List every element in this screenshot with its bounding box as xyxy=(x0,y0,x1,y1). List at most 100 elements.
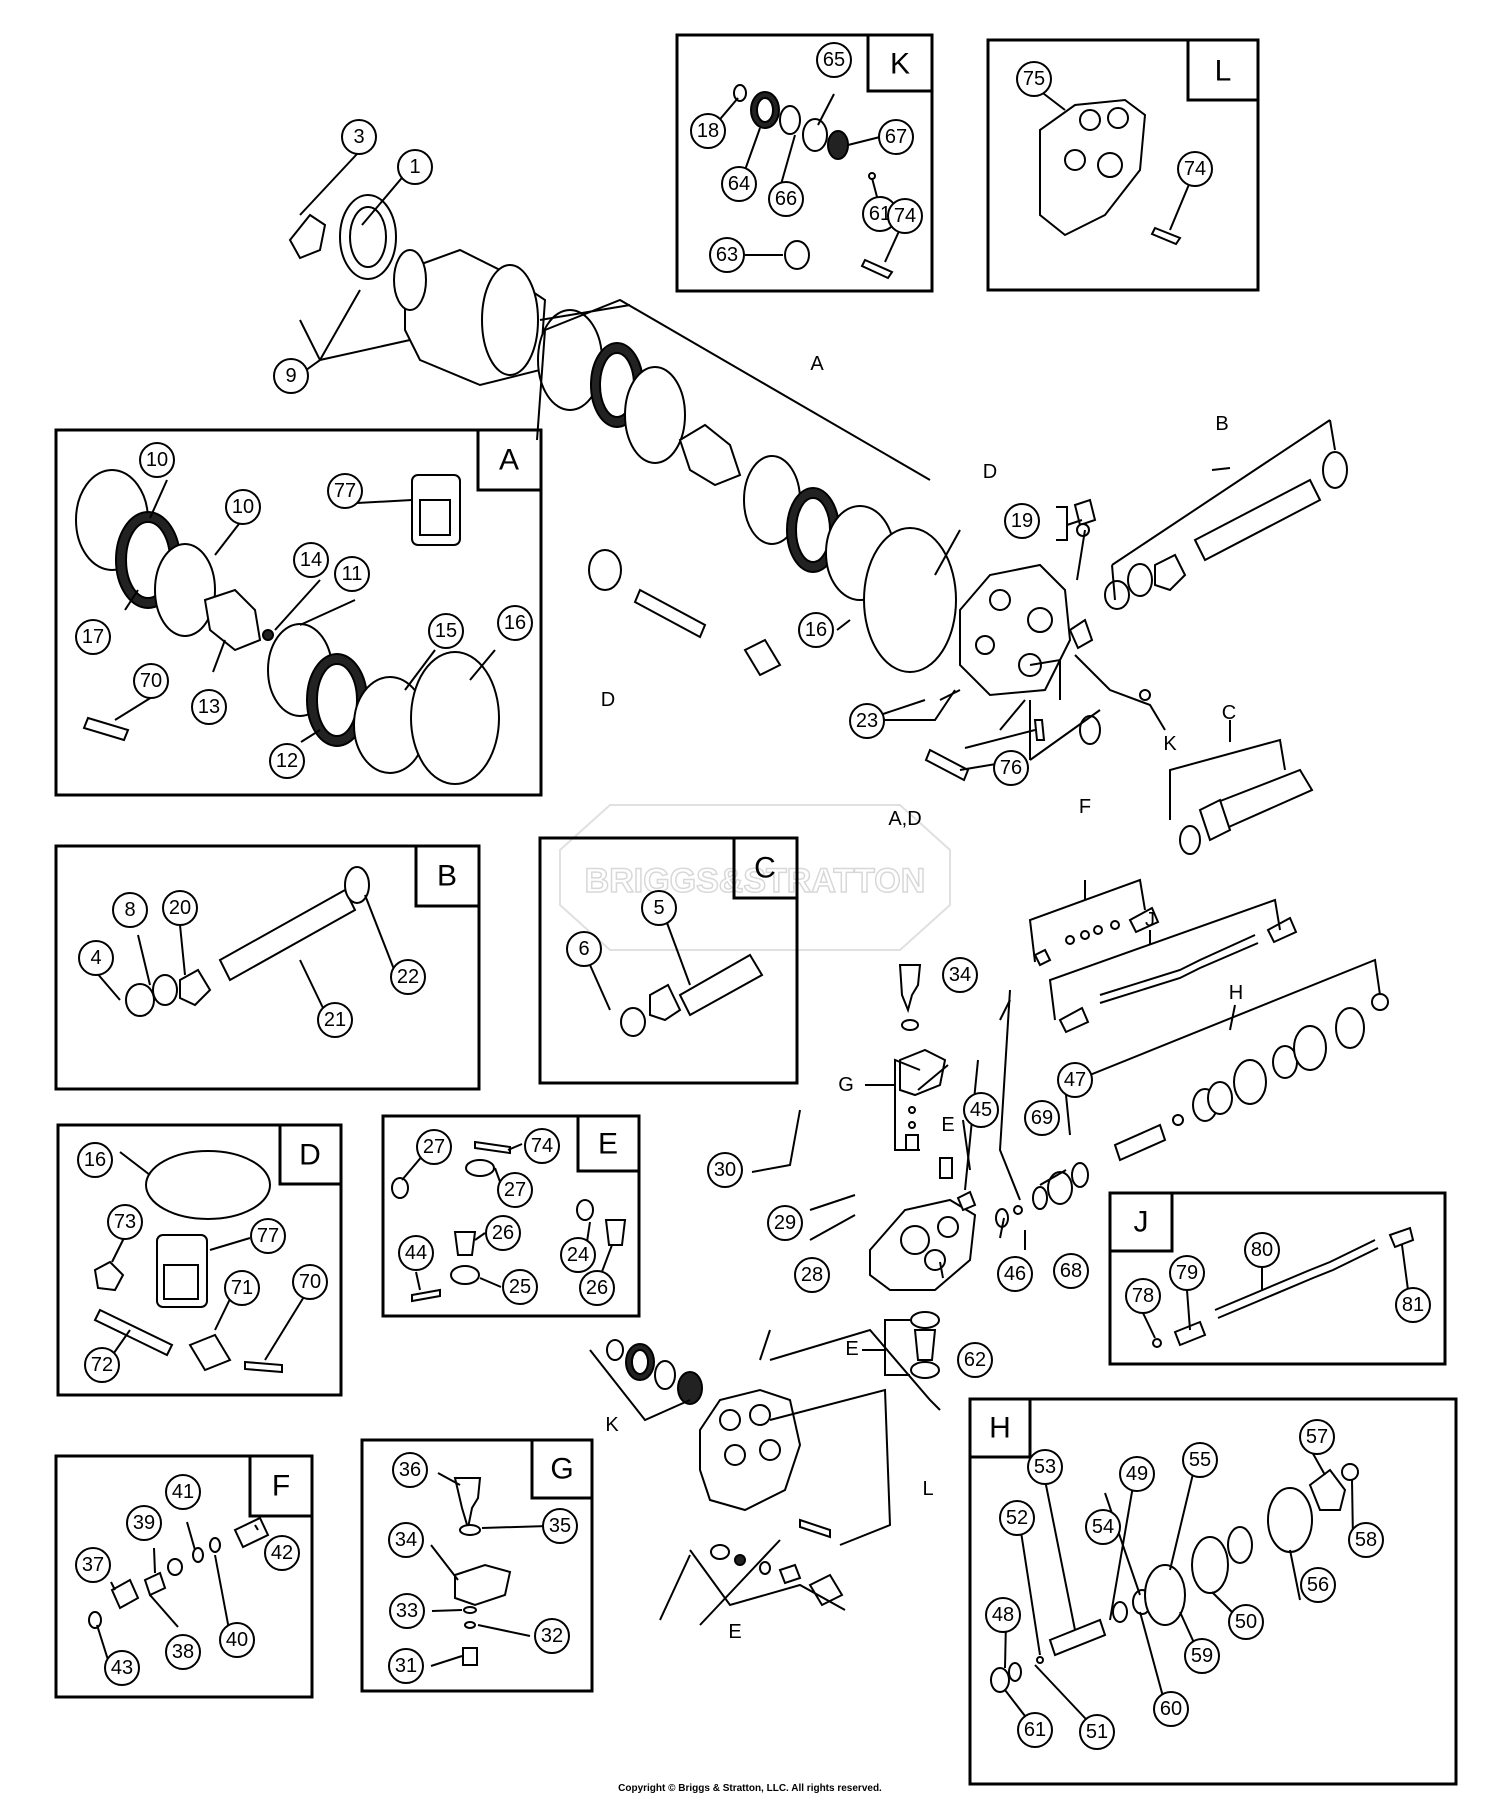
svg-text:62: 62 xyxy=(964,1349,986,1371)
callout-31: 31 xyxy=(388,1648,424,1684)
svg-text:12: 12 xyxy=(276,750,298,772)
svg-text:1: 1 xyxy=(409,156,420,178)
svg-text:41: 41 xyxy=(172,1481,194,1503)
box-label-a: A xyxy=(499,444,519,477)
callout-29: 29 xyxy=(767,1205,803,1241)
svg-text:43: 43 xyxy=(111,1657,133,1679)
group-label-f: F xyxy=(1079,796,1091,818)
svg-text:14: 14 xyxy=(300,549,322,571)
callout-8: 8 xyxy=(112,892,148,928)
box-label-f: F xyxy=(272,1470,290,1503)
callout-51: 51 xyxy=(1079,1714,1115,1750)
callout-30: 30 xyxy=(707,1152,743,1188)
callout-20: 20 xyxy=(162,890,198,926)
callout-28: 28 xyxy=(794,1257,830,1293)
callout-4: 4 xyxy=(78,940,114,976)
box-d xyxy=(56,1123,343,1397)
box-label-k: K xyxy=(890,48,910,81)
callout-26-e2: 26 xyxy=(579,1270,615,1306)
callout-22: 22 xyxy=(390,959,426,995)
group-label-g: G xyxy=(838,1074,854,1096)
callout-1: 1 xyxy=(397,149,433,185)
svg-text:60: 60 xyxy=(1160,1698,1182,1720)
callout-77-a: 77 xyxy=(327,473,363,509)
svg-text:53: 53 xyxy=(1034,1456,1056,1478)
callout-80: 80 xyxy=(1244,1232,1280,1268)
svg-text:56: 56 xyxy=(1307,1574,1329,1596)
box-l xyxy=(986,38,1260,292)
callout-67: 67 xyxy=(878,119,914,155)
svg-text:11: 11 xyxy=(342,563,363,585)
box-label-g: G xyxy=(550,1453,573,1486)
svg-text:69: 69 xyxy=(1031,1107,1053,1129)
svg-text:81: 81 xyxy=(1402,1294,1424,1316)
box-label-h: H xyxy=(989,1412,1011,1445)
group-label-l: L xyxy=(922,1478,933,1500)
svg-text:54: 54 xyxy=(1092,1516,1114,1538)
callout-35: 35 xyxy=(542,1508,578,1544)
callout-74-e: 74 xyxy=(524,1128,560,1164)
box-k xyxy=(675,33,934,293)
box-f xyxy=(54,1454,314,1699)
box-label-c: C xyxy=(754,852,776,885)
svg-text:66: 66 xyxy=(775,188,797,210)
callout-38: 38 xyxy=(165,1634,201,1670)
svg-text:36: 36 xyxy=(399,1459,421,1481)
callout-33: 33 xyxy=(389,1593,425,1629)
svg-text:45: 45 xyxy=(970,1099,992,1121)
callout-49: 49 xyxy=(1119,1456,1155,1492)
group-label-e-mid: E xyxy=(845,1338,858,1360)
svg-text:31: 31 xyxy=(395,1655,417,1677)
callout-75: 75 xyxy=(1016,61,1052,97)
callout-56: 56 xyxy=(1300,1567,1336,1603)
svg-text:58: 58 xyxy=(1355,1529,1377,1551)
svg-text:77: 77 xyxy=(334,480,356,502)
svg-text:18: 18 xyxy=(697,120,719,142)
box-label-j: J xyxy=(1134,1206,1149,1239)
callout-60: 60 xyxy=(1153,1691,1189,1727)
callout-58: 58 xyxy=(1348,1522,1384,1558)
callout-70-a: 70 xyxy=(133,663,169,699)
svg-text:38: 38 xyxy=(172,1641,194,1663)
callout-37: 37 xyxy=(75,1547,111,1583)
callout-27-e1: 27 xyxy=(416,1129,452,1165)
callout-39: 39 xyxy=(126,1505,162,1541)
callout-72: 72 xyxy=(84,1347,120,1383)
svg-text:67: 67 xyxy=(885,126,907,148)
callout-13: 13 xyxy=(191,689,227,725)
callout-25: 25 xyxy=(502,1269,538,1305)
svg-text:25: 25 xyxy=(509,1276,531,1298)
callout-26-e1: 26 xyxy=(485,1215,521,1251)
svg-text:78: 78 xyxy=(1132,1285,1154,1307)
svg-text:4: 4 xyxy=(90,947,101,969)
svg-text:34: 34 xyxy=(949,964,971,986)
watermark-text: BRIGGS&STRATTON xyxy=(585,862,926,900)
group-label-j: J xyxy=(1145,909,1155,931)
callout-81: 81 xyxy=(1395,1287,1431,1323)
group-label-k-bottom: K xyxy=(605,1414,619,1436)
callout-6: 6 xyxy=(566,931,602,967)
callout-64: 64 xyxy=(721,166,757,202)
box-g xyxy=(360,1438,594,1693)
callout-19: 19 xyxy=(1004,503,1040,539)
svg-text:17: 17 xyxy=(82,626,104,648)
callout-16-d: 16 xyxy=(77,1142,113,1178)
callout-71: 71 xyxy=(224,1270,260,1306)
svg-text:8: 8 xyxy=(124,899,135,921)
svg-text:29: 29 xyxy=(774,1212,796,1234)
part-shapes xyxy=(75,84,1415,1693)
callout-40: 40 xyxy=(219,1622,255,1658)
callout-36: 36 xyxy=(392,1452,428,1488)
callout-16-main: 16 xyxy=(798,612,834,648)
callout-63: 63 xyxy=(709,237,745,273)
box-label-e: E xyxy=(598,1128,618,1161)
svg-text:50: 50 xyxy=(1235,1611,1257,1633)
group-label-k-main: K xyxy=(1163,733,1177,755)
watermark-logo: BRIGGS&STRATTON xyxy=(559,804,951,951)
group-label-d-left: D xyxy=(601,689,615,711)
callout-74-l: 74 xyxy=(1177,151,1213,187)
callout-14: 14 xyxy=(293,542,329,578)
svg-text:20: 20 xyxy=(169,897,191,919)
callout-79: 79 xyxy=(1169,1255,1205,1291)
